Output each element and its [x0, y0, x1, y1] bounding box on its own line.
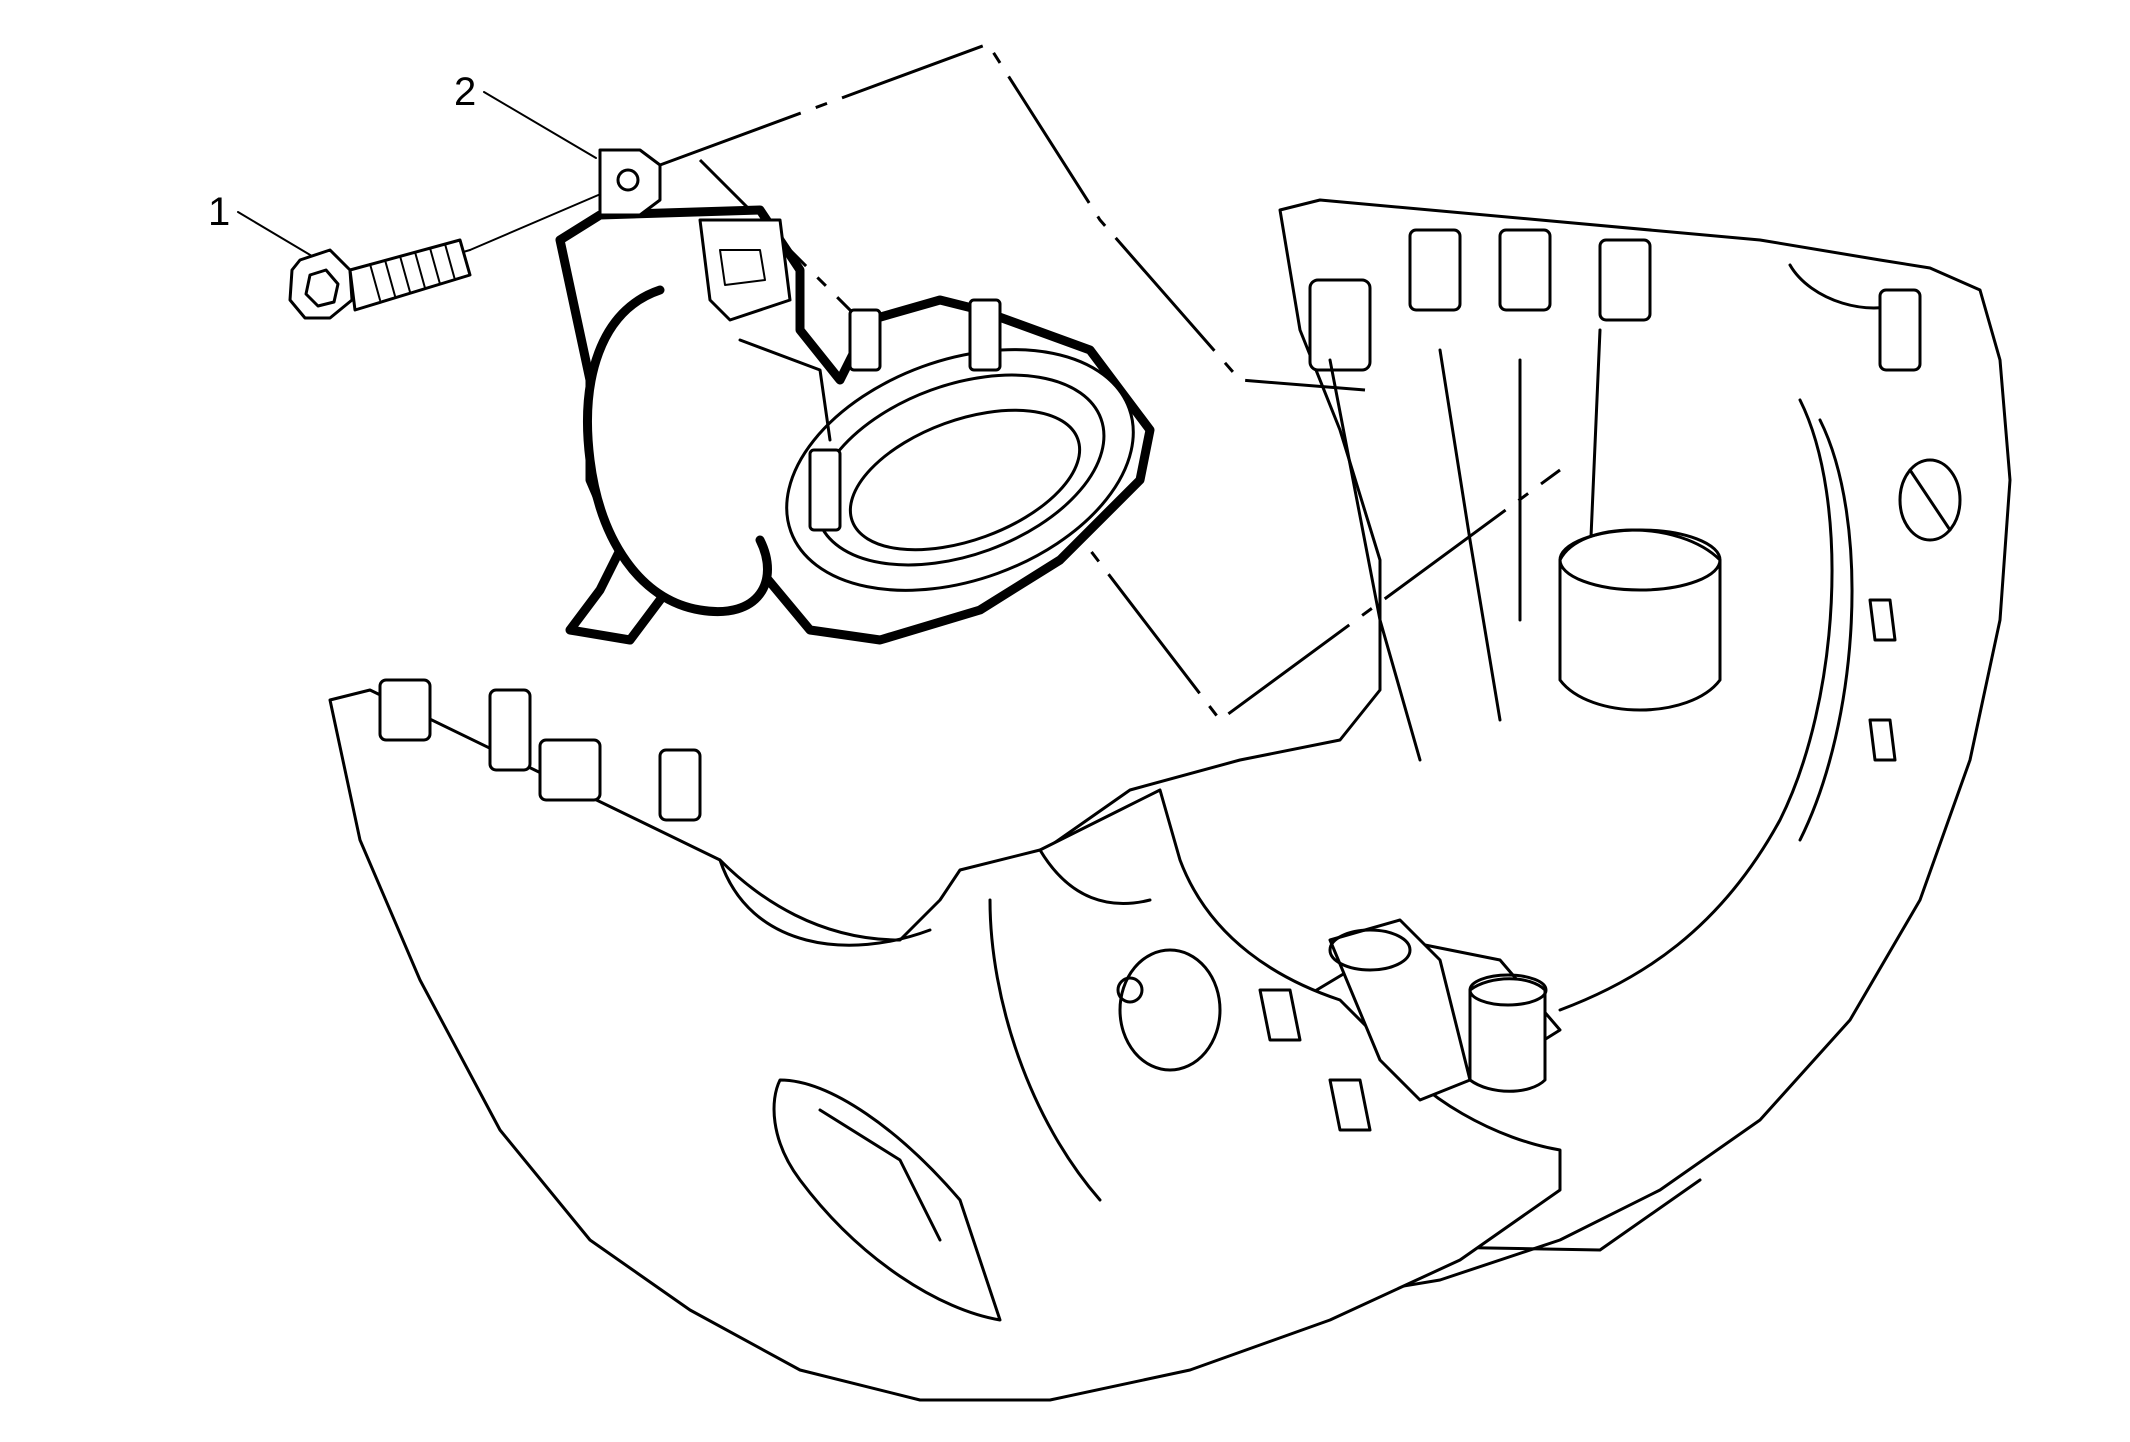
switch-assembly [555, 148, 1155, 645]
leader-lines [237, 91, 597, 263]
callout-label-1: 1 [208, 190, 231, 234]
bolt [288, 238, 472, 320]
callout-label-2: 2 [454, 70, 477, 114]
leader-line-1 [237, 211, 323, 263]
lower-trim-cover [328, 678, 1562, 1402]
leader-line-2 [483, 91, 597, 159]
bolt-axis-line [469, 189, 611, 251]
